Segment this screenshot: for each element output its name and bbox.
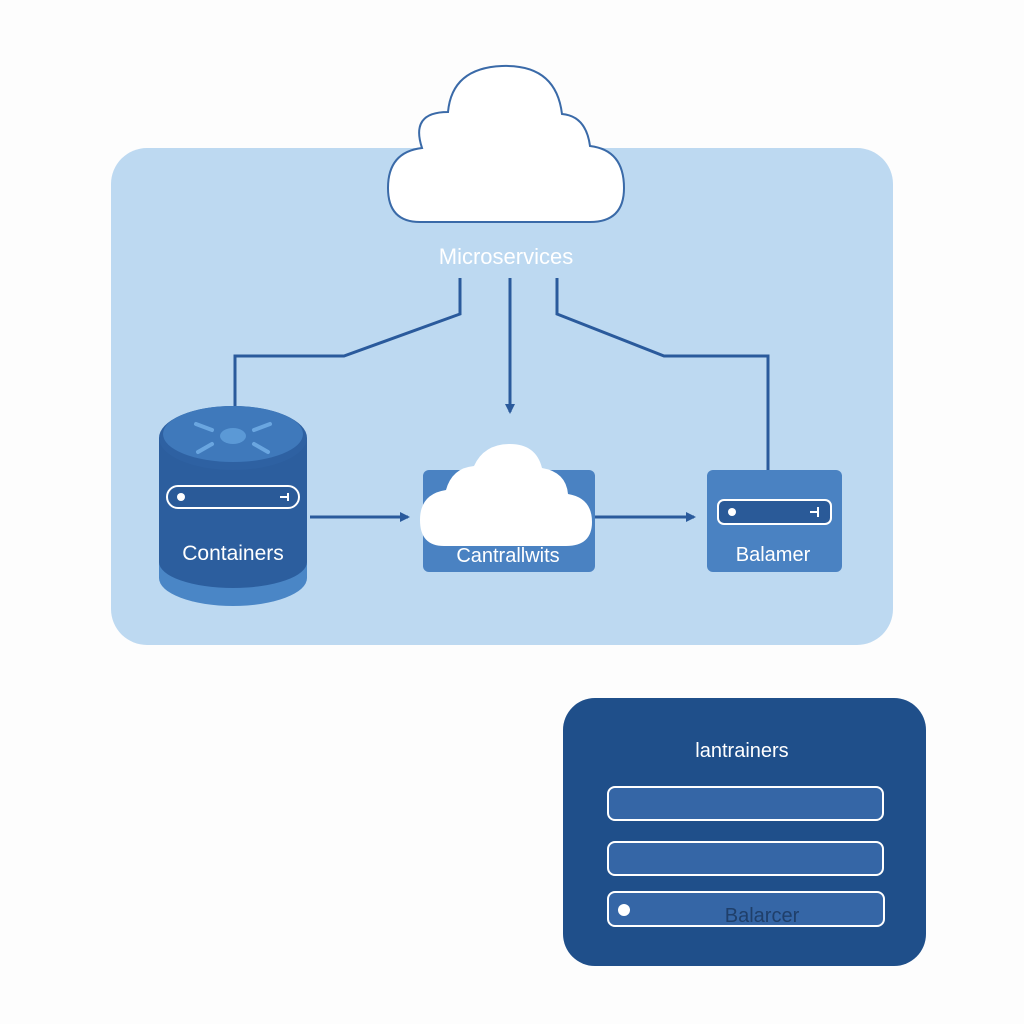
containers-node: Containers xyxy=(159,406,307,606)
legend-panel: lantrainers Balarcer xyxy=(563,698,926,966)
network-hub-icon xyxy=(194,422,272,454)
legend-title: lantrainers xyxy=(695,740,788,762)
balancer-drive-slot xyxy=(717,499,832,525)
connector-cloud-to-containers xyxy=(233,278,462,418)
cloud-label: Microservices xyxy=(439,244,573,269)
legend-row-2 xyxy=(607,841,884,876)
connector-lines xyxy=(233,278,770,522)
balancer-node: Balamer xyxy=(707,470,842,572)
legend-row-3-label: Balarcer xyxy=(725,905,800,927)
containers-drive-slot xyxy=(166,485,300,509)
center-node: Cantrallwits xyxy=(420,444,595,572)
connector-cloud-to-balancer xyxy=(555,278,770,470)
legend-row-3 xyxy=(607,891,885,927)
legend-row-1 xyxy=(607,786,884,821)
balancer-label: Balamer xyxy=(736,544,811,566)
containers-led xyxy=(177,493,185,501)
containers-label: Containers xyxy=(182,542,284,565)
legend-row-3-led xyxy=(618,904,630,916)
balancer-led xyxy=(728,508,736,516)
center-cloud-icon xyxy=(420,444,592,546)
top-cloud-icon xyxy=(386,64,626,223)
center-label: Cantrallwits xyxy=(456,545,559,567)
